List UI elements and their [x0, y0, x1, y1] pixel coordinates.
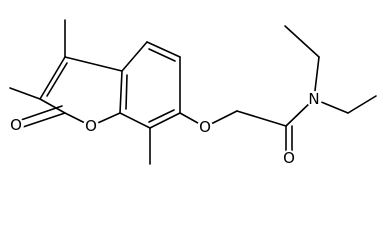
atom-label-n: N — [308, 90, 319, 108]
bond-c5-c6 — [146, 41, 181, 58]
atom-label-o: O — [283, 149, 295, 167]
bond-ethyl2-ch2-ch3 — [347, 95, 377, 114]
bond-c8a-c4a-inner — [125, 74, 128, 110]
bond-c7-c8-double — [148, 109, 175, 123]
bond-c3-c4 — [39, 56, 66, 100]
bond-c8-c8a — [119, 112, 151, 129]
atom-n-amide: N — [306, 90, 322, 108]
bond-c7-c8 — [149, 112, 181, 129]
bonds — [9, 19, 377, 165]
atom-label-o: O — [10, 116, 22, 134]
bond-c2-c3 — [39, 98, 66, 114]
atom-o-carbonyl-lactone: O — [8, 116, 24, 134]
bond-c3-c4-double — [46, 62, 68, 97]
atom-label-o: O — [199, 118, 211, 136]
atom-o-ether: O — [197, 118, 213, 136]
atom-label-o: O — [85, 117, 97, 135]
bond-c2-o-carbonyl-double — [17, 105, 63, 122]
atom-labels: O O O O N — [8, 90, 322, 167]
bond-c4a-c5 — [121, 41, 148, 72]
bond-c5-c6-double — [148, 48, 176, 62]
bond-c2-o-carbonyl — [19, 112, 66, 129]
bond-c4a-c8a — [119, 70, 123, 114]
chemical-structure: O O O O N — [8, 19, 377, 167]
atom-o-amide: O — [281, 149, 297, 167]
bond-c4-c4a — [64, 56, 123, 72]
atom-o-ring: O — [83, 117, 99, 135]
bond-ethyl1-ch2-ch3 — [284, 25, 320, 58]
bond-c3-methyl — [9, 87, 41, 100]
bond-ch2-c-amide — [236, 110, 287, 127]
